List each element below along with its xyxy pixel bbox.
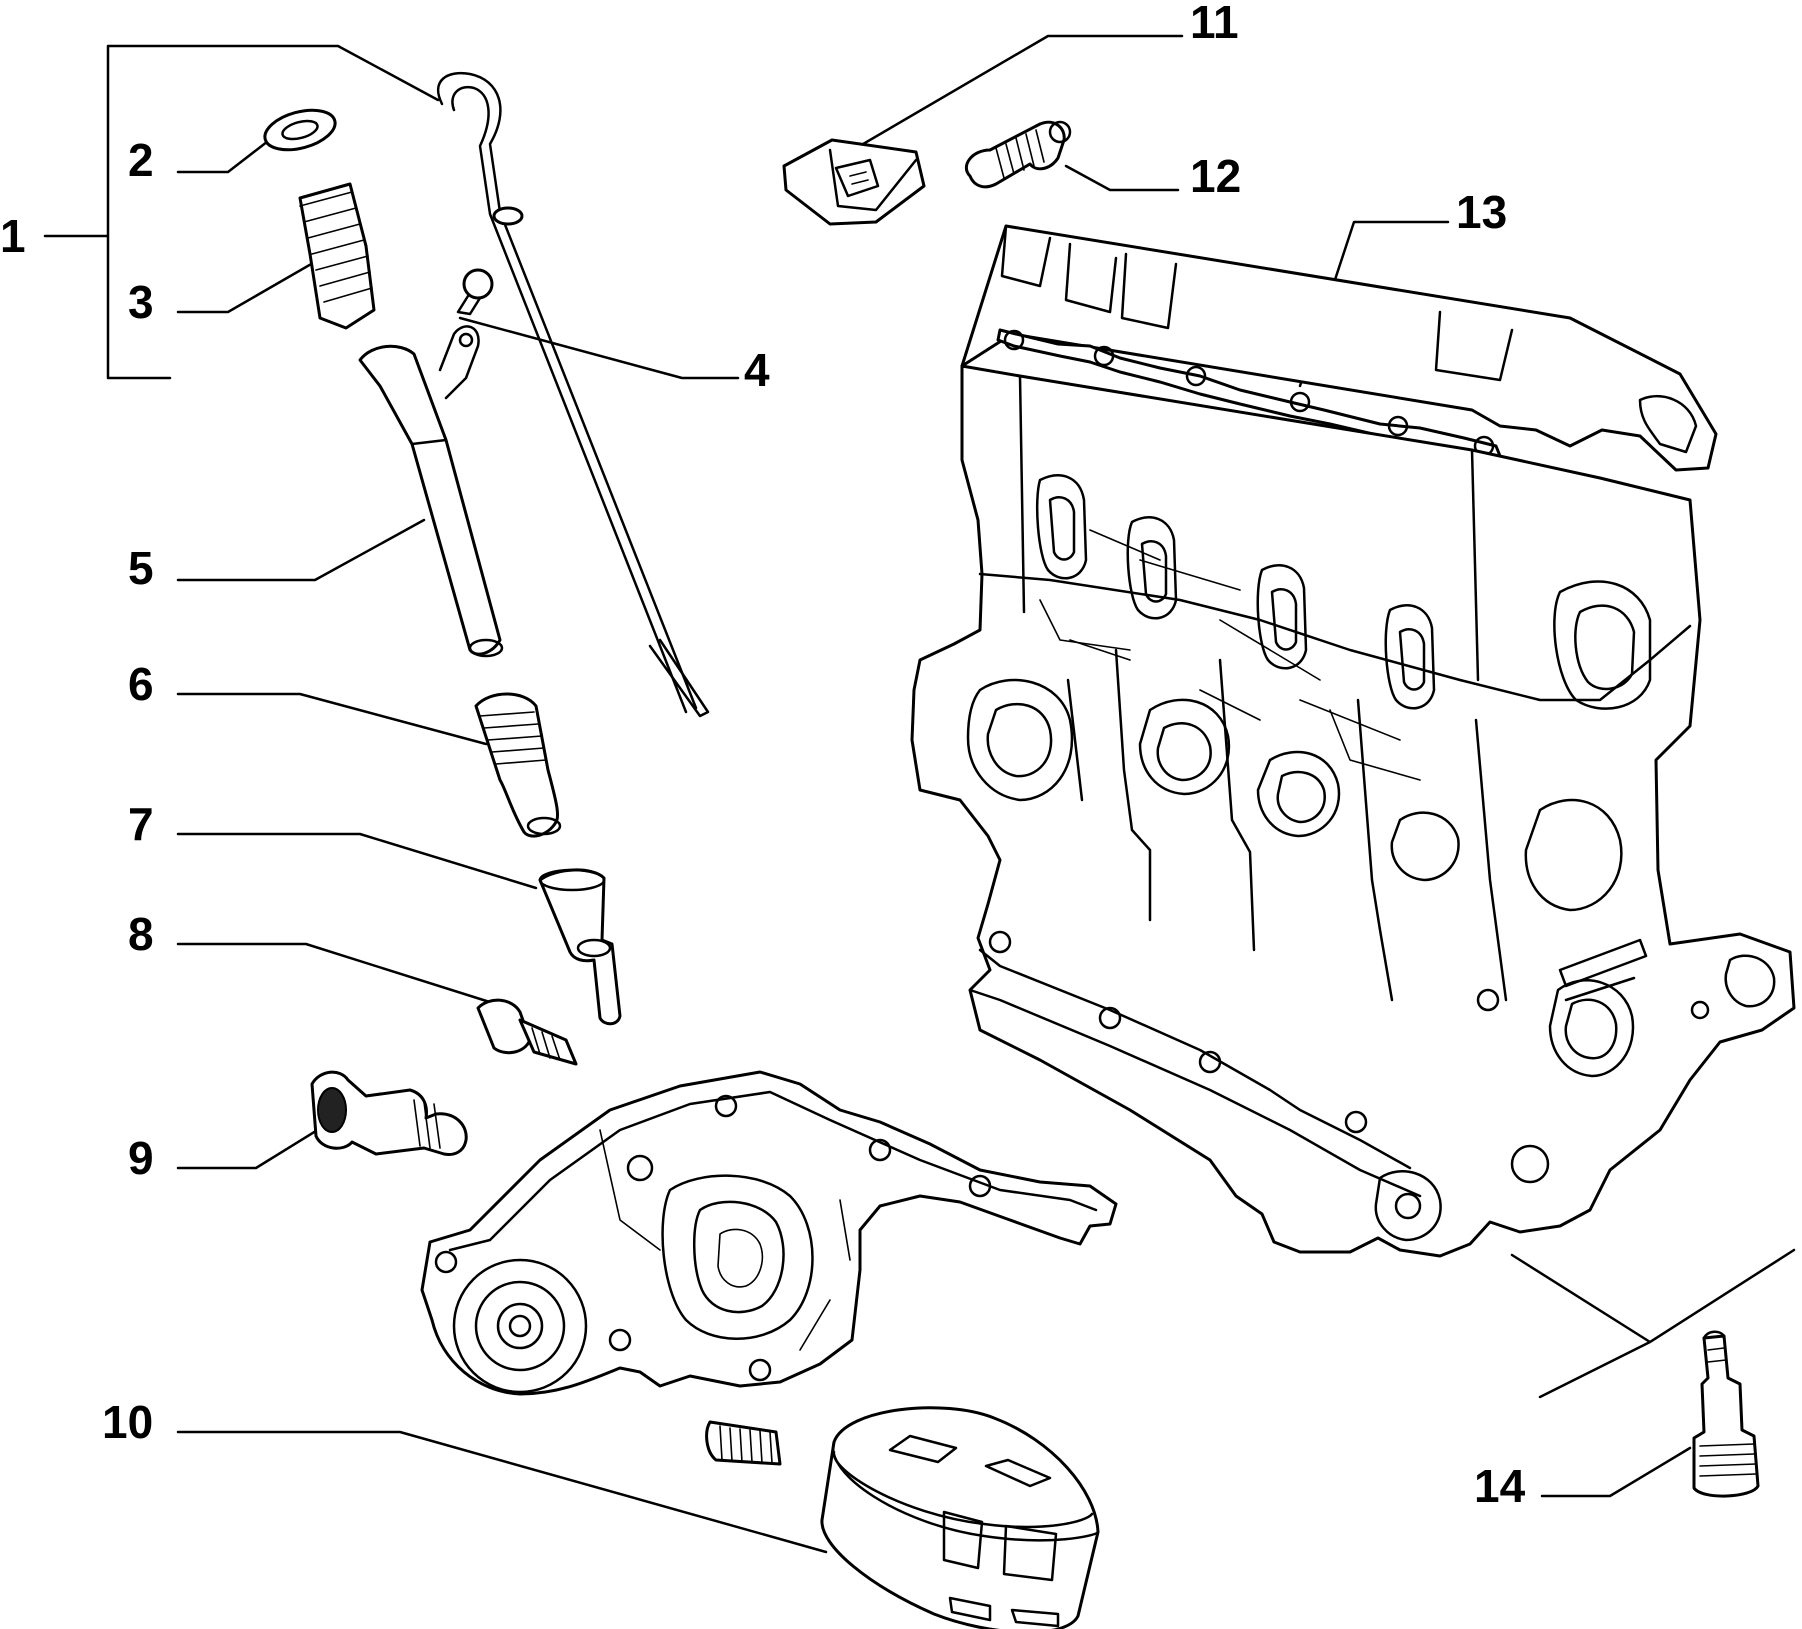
label-11: 11 bbox=[1190, 0, 1239, 48]
leader-7 bbox=[176, 832, 538, 890]
part-2-seal-ring bbox=[263, 108, 337, 152]
relief-spring bbox=[705, 1420, 782, 1466]
label-4: 4 bbox=[744, 344, 770, 396]
leader-12 bbox=[1064, 164, 1180, 192]
callout-labels: 1 2 3 4 5 6 7 8 9 10 11 12 13 14 bbox=[0, 0, 1526, 1512]
leader-1 bbox=[43, 44, 440, 380]
label-2: 2 bbox=[128, 134, 154, 186]
part-7-sleeve bbox=[538, 868, 622, 1026]
label-3: 3 bbox=[128, 276, 154, 328]
part-14-spark-plug bbox=[1692, 1330, 1760, 1498]
part-6-threaded-fitting bbox=[474, 692, 562, 838]
part-9-sensor bbox=[310, 1070, 468, 1156]
label-5: 5 bbox=[128, 542, 154, 594]
label-1: 1 bbox=[0, 210, 26, 262]
part-12-spring bbox=[964, 120, 1072, 189]
label-12: 12 bbox=[1190, 150, 1241, 202]
leader-5 bbox=[176, 518, 426, 582]
label-6: 6 bbox=[128, 658, 154, 710]
part-11-clip bbox=[782, 138, 926, 226]
part-4-ball-pin bbox=[456, 268, 494, 316]
leader-10 bbox=[176, 1430, 828, 1554]
part-5-dipstick-tube bbox=[358, 325, 504, 658]
label-10: 10 bbox=[102, 1396, 153, 1448]
part-8-bolt bbox=[476, 998, 578, 1066]
leader-11 bbox=[844, 34, 1184, 156]
leader-2 bbox=[176, 136, 274, 174]
label-9: 9 bbox=[128, 1132, 154, 1184]
label-7: 7 bbox=[128, 798, 154, 850]
dipstick bbox=[436, 71, 710, 718]
leader-6 bbox=[176, 692, 488, 746]
label-14: 14 bbox=[1474, 1460, 1526, 1512]
leader-9 bbox=[176, 1124, 326, 1170]
leader-4 bbox=[458, 316, 740, 380]
leader-14-spark-plugs bbox=[1510, 1248, 1796, 1399]
leader-lines bbox=[43, 34, 1796, 1554]
part-3-threaded-cap bbox=[298, 182, 376, 330]
label-13: 13 bbox=[1456, 186, 1507, 238]
leader-3 bbox=[176, 250, 334, 314]
label-8: 8 bbox=[128, 908, 154, 960]
part-10-oil-filter bbox=[820, 1406, 1100, 1629]
leader-14 bbox=[1540, 1446, 1692, 1498]
leader-8 bbox=[176, 942, 498, 1006]
engine-block bbox=[910, 224, 1796, 1258]
oil-pump-cover bbox=[420, 1070, 1118, 1396]
